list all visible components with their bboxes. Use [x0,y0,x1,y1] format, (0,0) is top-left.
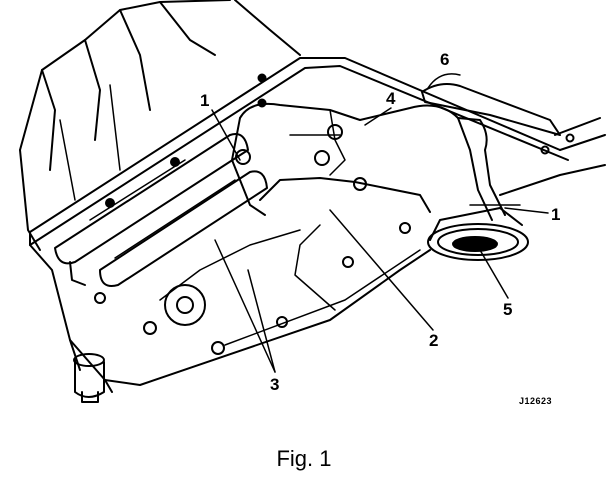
strainer-head [427,207,529,261]
callout-5: 5 [503,300,512,319]
sump-flange [29,57,606,246]
strainer-pipes [54,133,268,287]
callout-3: 3 [270,375,279,394]
oil-sump [29,164,606,393]
callout-2: 2 [429,331,438,350]
leader-1a [211,109,241,161]
gasket [421,73,561,136]
leader-5 [479,249,509,299]
leader-2 [329,209,434,331]
callout-1-upper: 1 [200,91,209,110]
leader-1b [504,207,549,214]
leader-3b [247,269,276,373]
callout-4: 4 [386,89,396,108]
leader-4 [364,107,392,126]
reference-code: J12623 [519,396,552,406]
callout-6: 6 [440,50,449,69]
callout-1-right: 1 [551,205,560,224]
figure-caption: Fig. 1 [276,446,332,471]
pickup-pipe [231,102,506,221]
drain-plug [73,353,105,403]
engine-block [19,0,301,251]
leader-3a [214,239,276,373]
filter-housing [164,284,206,326]
